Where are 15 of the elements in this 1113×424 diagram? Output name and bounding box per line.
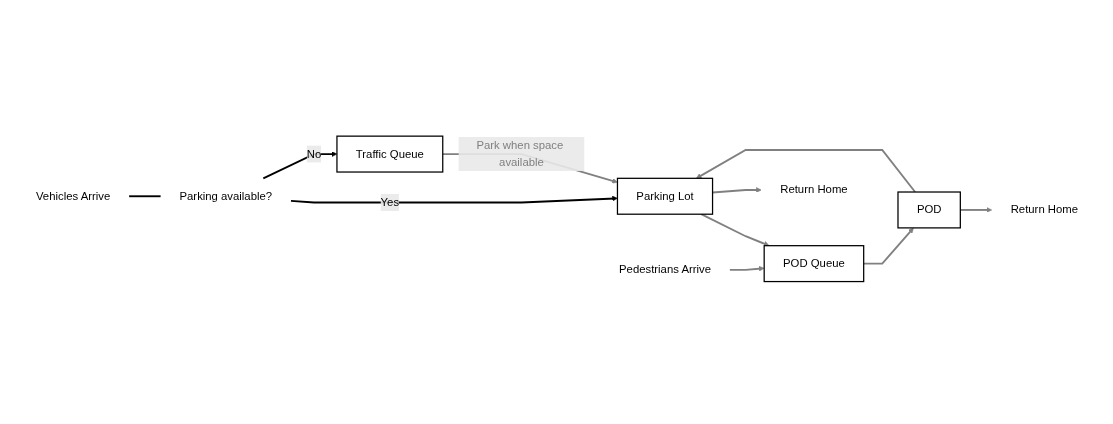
node-box: POD Queue <box>763 245 864 283</box>
edge-label: No <box>306 147 321 161</box>
node-text: Return Home <box>1010 203 1078 216</box>
node-box: Traffic Queue <box>335 135 443 173</box>
node-text: Pedestrians Arrive <box>618 263 711 276</box>
arrow <box>728 265 764 272</box>
connector <box>127 195 162 198</box>
node-box: POD <box>896 191 961 229</box>
arrow <box>695 149 916 193</box>
edge-label: Park when space available <box>475 138 563 169</box>
node-text: Return Home <box>779 183 848 196</box>
node-box: Parking Lot <box>616 177 713 215</box>
node-text: Vehicles Arrive <box>35 189 110 203</box>
edge-label: Yes <box>380 195 399 209</box>
node-text: Parking available? <box>179 189 272 203</box>
